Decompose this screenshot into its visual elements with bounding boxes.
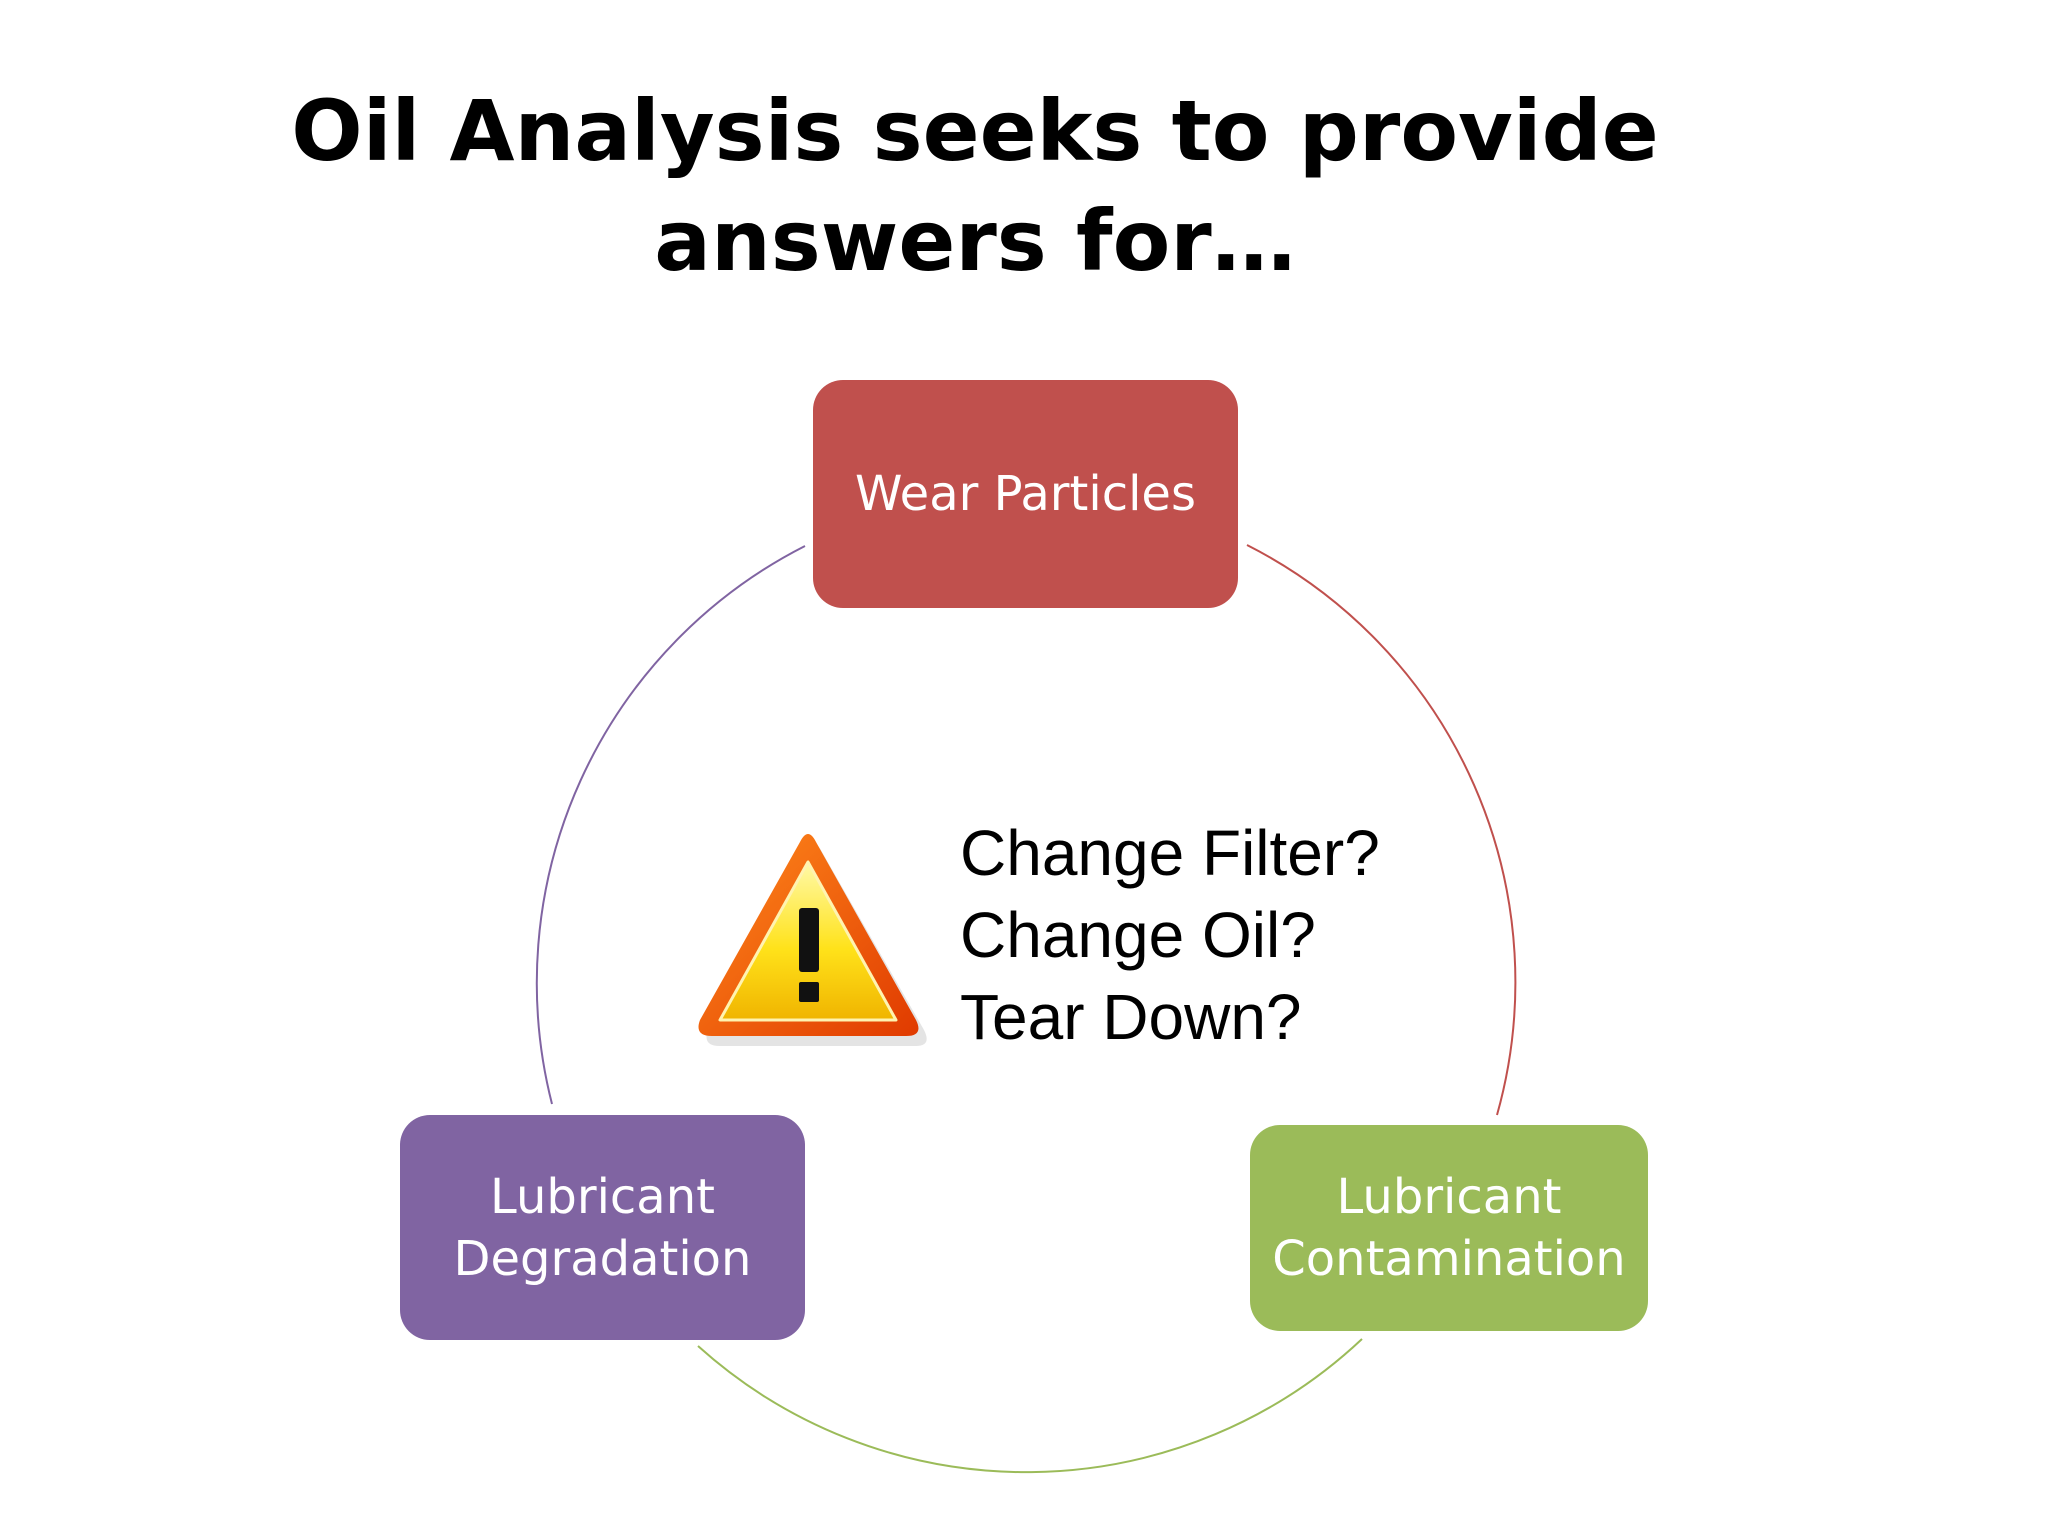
arc-degradation-to-wear <box>535 545 806 1105</box>
node-lubricant-degradation: Lubricant Degradation <box>400 1115 805 1340</box>
node-wear-particles-label: Wear Particles <box>855 466 1196 522</box>
slide-title: Oil Analysis seeks to provide answers fo… <box>0 76 1950 296</box>
question-change-oil: Change Oil? <box>960 899 1316 971</box>
node-degradation-line-1: Lubricant <box>490 1168 715 1225</box>
arc-wear-to-contamination <box>1246 544 1517 1116</box>
arc-contamination-to-degradation <box>697 1338 1363 1474</box>
title-line-2: answers for… <box>654 192 1296 290</box>
question-change-filter: Change Filter? <box>960 817 1380 889</box>
title-line-1: Oil Analysis seeks to provide <box>291 82 1659 180</box>
node-contamination-line-2: Contamination <box>1272 1231 1626 1287</box>
question-tear-down: Tear Down? <box>960 981 1302 1053</box>
node-contamination-line-1: Lubricant <box>1336 1169 1562 1225</box>
node-degradation-line-2: Degradation <box>453 1230 752 1287</box>
question-list: Change Filter? Change Oil? Tear Down? <box>960 812 1380 1058</box>
warning-icon <box>698 834 927 1046</box>
node-wear-particles: Wear Particles <box>813 380 1238 608</box>
node-lubricant-contamination: Lubricant Contamination <box>1250 1125 1648 1331</box>
